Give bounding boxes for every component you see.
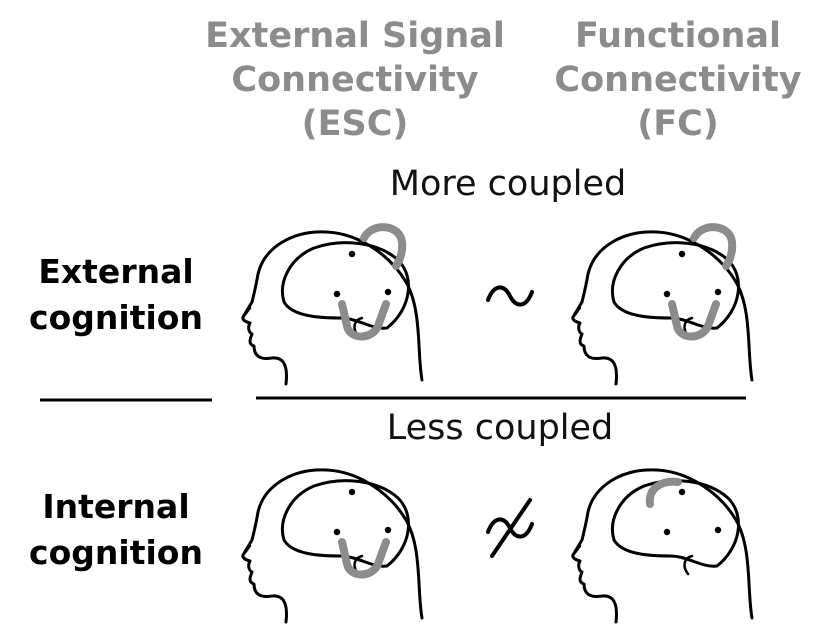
head-fc-external [571, 227, 754, 386]
column-header-esc-line-1: External Signal [205, 16, 505, 56]
similar-icon [486, 285, 534, 307]
head-fc-internal [571, 468, 754, 624]
column-header-esc-line-3: (ESC) [301, 104, 409, 144]
column-header-esc: External Signal Connectivity (ESC) [185, 14, 525, 146]
column-header-fc-line-1: Functional [574, 16, 782, 56]
column-header-fc-line-3: (FC) [637, 104, 719, 144]
row-label-external-cognition: External cognition [10, 249, 222, 341]
column-header-esc-line-2: Connectivity [231, 60, 479, 100]
less-coupled-label: Less coupled [386, 408, 614, 448]
row-label-internal-line-2: cognition [29, 533, 203, 572]
more-coupled-label: More coupled [389, 164, 627, 204]
head-esc-internal [241, 468, 424, 624]
row-label-external-line-1: External [38, 252, 194, 291]
not-similar-icon [486, 498, 534, 558]
column-header-fc: Functional Connectivity (FC) [508, 14, 824, 146]
column-header-fc-line-2: Connectivity [554, 60, 802, 100]
head-esc-external [241, 227, 424, 386]
row-label-external-line-2: cognition [29, 298, 203, 337]
row-label-internal-line-1: Internal [42, 487, 190, 526]
row-label-internal-cognition: Internal cognition [10, 484, 222, 576]
